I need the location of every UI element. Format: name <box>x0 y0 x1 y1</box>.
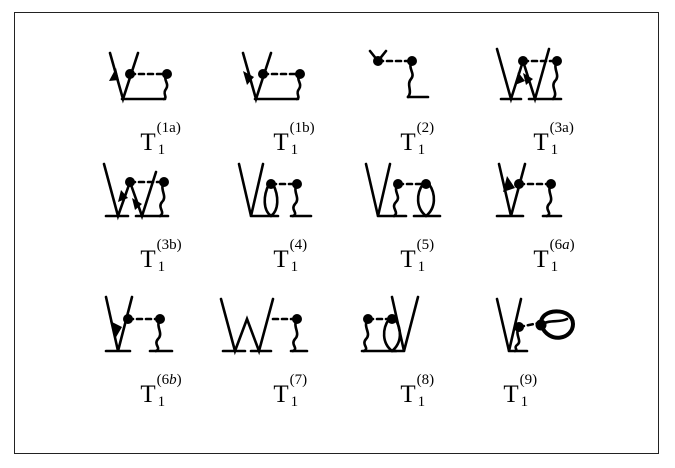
feynman-diagram-8 <box>360 295 420 353</box>
diagram-label: T(2)1 <box>400 120 435 158</box>
feynman-diagram-6b <box>104 295 174 353</box>
diagram-cell-8: T(8)1 <box>360 293 500 433</box>
feynman-diagram-3b <box>102 162 170 221</box>
feynman-diagram-1b <box>241 51 305 104</box>
diagram-cell-4: T(4)1 <box>233 158 373 298</box>
feynman-diagram-6a <box>495 162 563 218</box>
diagram-cell-1a: T(1a)1 <box>100 41 240 181</box>
diagram-label: T(5)1 <box>400 237 435 275</box>
diagram-cell-1b: T(1b)1 <box>233 41 373 181</box>
feynman-diagram-3a <box>495 47 563 104</box>
diagram-cell-5: T(5)1 <box>360 158 500 298</box>
diagram-label: T(8)1 <box>400 372 435 410</box>
diagram-label: T(1a)1 <box>140 120 181 158</box>
feynman-diagram-1a <box>108 51 172 104</box>
diagram-label: T(3b)1 <box>140 237 182 275</box>
diagram-cell-2: T(2)1 <box>360 41 500 181</box>
diagram-label: T(6a)1 <box>533 237 575 275</box>
diagram-cell-7: T(7)1 <box>215 293 355 433</box>
feynman-diagram-4 <box>237 162 313 218</box>
diagram-label: T(9)1 <box>503 372 538 410</box>
diagram-cell-3b: T(3b)1 <box>100 158 240 298</box>
diagram-cell-3a: T(3a)1 <box>493 41 633 181</box>
diagram-label: T(1b)1 <box>273 120 315 158</box>
feynman-diagram-5 <box>364 162 442 218</box>
diagram-cell-6a: T(6a)1 <box>493 158 633 298</box>
diagram-frame: T(1a)1 T(1b)1 <box>14 12 659 454</box>
feynman-diagram-9 <box>495 297 576 353</box>
diagram-label: T(3a)1 <box>533 120 574 158</box>
diagram-label: T(6b)1 <box>140 372 182 410</box>
feynman-diagram-7 <box>219 297 309 356</box>
diagram-label: T(4)1 <box>273 237 308 275</box>
diagram-cell-6b: T(6b)1 <box>100 293 240 433</box>
diagram-label: T(7)1 <box>273 372 308 410</box>
feynman-diagram-2 <box>368 49 430 99</box>
diagram-cell-9: T(9)1 <box>493 293 633 433</box>
